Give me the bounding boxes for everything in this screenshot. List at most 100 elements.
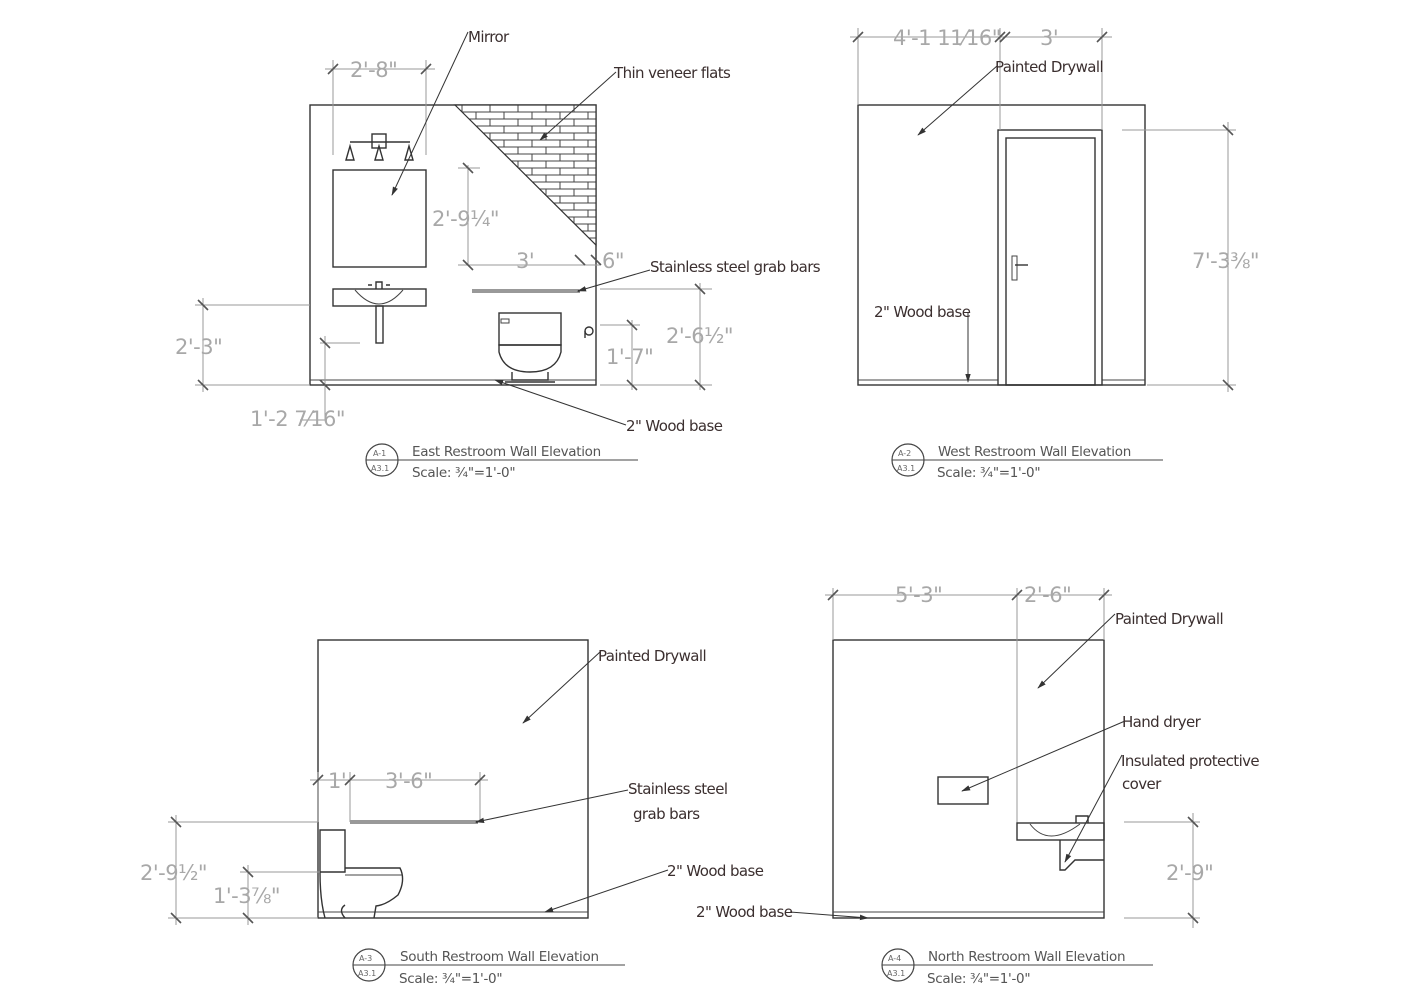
label-thin-veneer: Thin veneer flats	[613, 64, 731, 82]
title-north: North Restroom Wall Elevation	[928, 949, 1125, 965]
label-painted-drywall: Painted Drywall	[995, 58, 1103, 76]
title-tag-text: A-2	[898, 449, 911, 458]
toilet	[498, 312, 562, 383]
dimension-tick	[170, 816, 182, 924]
mirror	[332, 169, 427, 268]
title-tag-text: A-4	[888, 954, 901, 963]
north-wall-outline	[832, 639, 1105, 919]
drawing-path	[498, 344, 562, 373]
label-painted-drywall: Painted Drywall	[598, 647, 706, 665]
extension-line	[168, 815, 318, 925]
vanity-light-fixture	[345, 133, 414, 161]
extension-line	[300, 336, 360, 421]
drawing-path	[354, 289, 404, 305]
label-wood-base: 2" Wood base	[696, 903, 793, 921]
extension-line	[1122, 122, 1236, 392]
extension-line	[600, 320, 640, 390]
title-south: South Restroom Wall Elevation	[400, 949, 599, 965]
drawing-rect	[1011, 255, 1018, 281]
dim-pedestal-height: 1'-2 7⁄16"	[250, 407, 345, 431]
dimension-tick	[197, 299, 209, 391]
title-block-a1: A-1 A3.1 East Restroom Wall Elevation Sc…	[365, 443, 638, 481]
dimension-tick	[312, 774, 486, 786]
leader-arrow	[917, 65, 998, 136]
extension-line	[310, 772, 488, 822]
leader-arrow	[789, 911, 869, 921]
title-tag-text: A3.1	[371, 464, 389, 473]
dim-mirror-width: 2'-8"	[350, 58, 397, 82]
scale-north: Scale: ¾"=1'-0"	[927, 971, 1030, 987]
dimension-tick	[694, 283, 706, 391]
north-elevation: 5'-3" 2'-6" 2'-9" Painted Drywall Hand d…	[696, 583, 1260, 987]
dimension-tick	[1222, 124, 1234, 391]
drawing-path	[505, 372, 555, 383]
door	[997, 129, 1103, 386]
west-elevation: 4'-1 11⁄16" 3' 7'-3⅜" Painted Drywall 2"…	[850, 26, 1260, 481]
title-tag-text: A3.1	[358, 969, 376, 978]
scale-west: Scale: ¾"=1'-0"	[937, 465, 1040, 481]
extension-line	[600, 283, 712, 390]
extension-line	[240, 865, 320, 925]
south-dimensions	[168, 772, 488, 925]
leader-arrow	[1037, 613, 1116, 689]
dim-door-width: 3'	[1040, 26, 1058, 50]
dimension-tick	[327, 63, 432, 75]
dim-wall-to-door: 4'-1 11⁄16"	[893, 26, 1001, 50]
leader-arrow	[577, 269, 651, 292]
dim-bar-height: 2'-6½"	[666, 324, 733, 348]
leader-arrow	[522, 651, 601, 724]
leader-arrow	[391, 31, 469, 196]
drawing-rect	[1005, 137, 1096, 386]
label-cover-line2: cover	[1122, 775, 1162, 793]
drawing-rect	[997, 129, 1103, 386]
leader-arrow	[1064, 754, 1123, 863]
leader-arrow	[961, 720, 1126, 792]
leader-arrow	[539, 71, 617, 141]
extension-line	[825, 588, 1112, 640]
east-elevation: 2'-8" 2'-9¼" 3' 6" 2'-6½" 1'-7" 2'-3" 1'…	[175, 28, 821, 481]
label-wood-base: 2" Wood base	[626, 417, 723, 435]
dim-sink-height: 2'-3"	[175, 335, 222, 359]
east-dimensions	[195, 60, 712, 421]
leader-arrow	[544, 869, 669, 913]
label-wood-base: 2" Wood base	[667, 862, 764, 880]
dim-paper-height: 1'-7"	[606, 345, 653, 369]
drawing-rect	[375, 305, 384, 344]
pedestal-sink	[332, 281, 427, 344]
leader-arrow	[494, 379, 627, 426]
dimension-tick	[242, 866, 254, 924]
dim-sink-height: 2'-9"	[1166, 861, 1213, 885]
dim-door-height: 7'-3⅜"	[1192, 249, 1259, 273]
dim-tank-height: 1'-3⅞"	[213, 884, 280, 908]
toilet-side-view	[319, 829, 404, 919]
dimension-tick	[852, 31, 1108, 43]
drawing-path	[1059, 840, 1104, 871]
extension-line	[195, 298, 310, 392]
dim-left-width: 5'-3"	[895, 583, 942, 607]
extension-line	[850, 28, 1112, 130]
north-dimensions	[825, 588, 1200, 928]
extension-line	[1124, 813, 1200, 928]
drawing-rect	[1016, 822, 1105, 841]
drawing-rect	[332, 288, 427, 307]
dim-mirror-to-bar: 2'-9¼"	[432, 207, 499, 231]
dimension-tick	[462, 162, 602, 271]
dimension-tick	[626, 319, 638, 391]
hand-dryer	[937, 776, 989, 805]
label-grab-bars: Stainless steel grab bars	[650, 258, 821, 276]
drawing-path	[345, 143, 414, 161]
leader-arrow	[475, 789, 629, 823]
title-west: West Restroom Wall Elevation	[938, 444, 1131, 460]
scale-east: Scale: ¾"=1'-0"	[412, 465, 515, 481]
title-block-a3: A-3 A3.1 South Restroom Wall Elevation S…	[352, 948, 625, 987]
wall-sink	[1016, 815, 1105, 871]
toilet-paper-holder	[584, 326, 594, 338]
title-tag-text: A3.1	[897, 464, 915, 473]
label-grab-bars-line2: grab bars	[633, 805, 700, 823]
drawing-rect	[500, 318, 510, 324]
dimension-tick	[1187, 816, 1199, 924]
title-tag-text: A-3	[359, 954, 372, 963]
title-block-a4: A-4 A3.1 North Restroom Wall Elevation S…	[881, 948, 1153, 987]
dimension-tick	[827, 589, 1110, 601]
